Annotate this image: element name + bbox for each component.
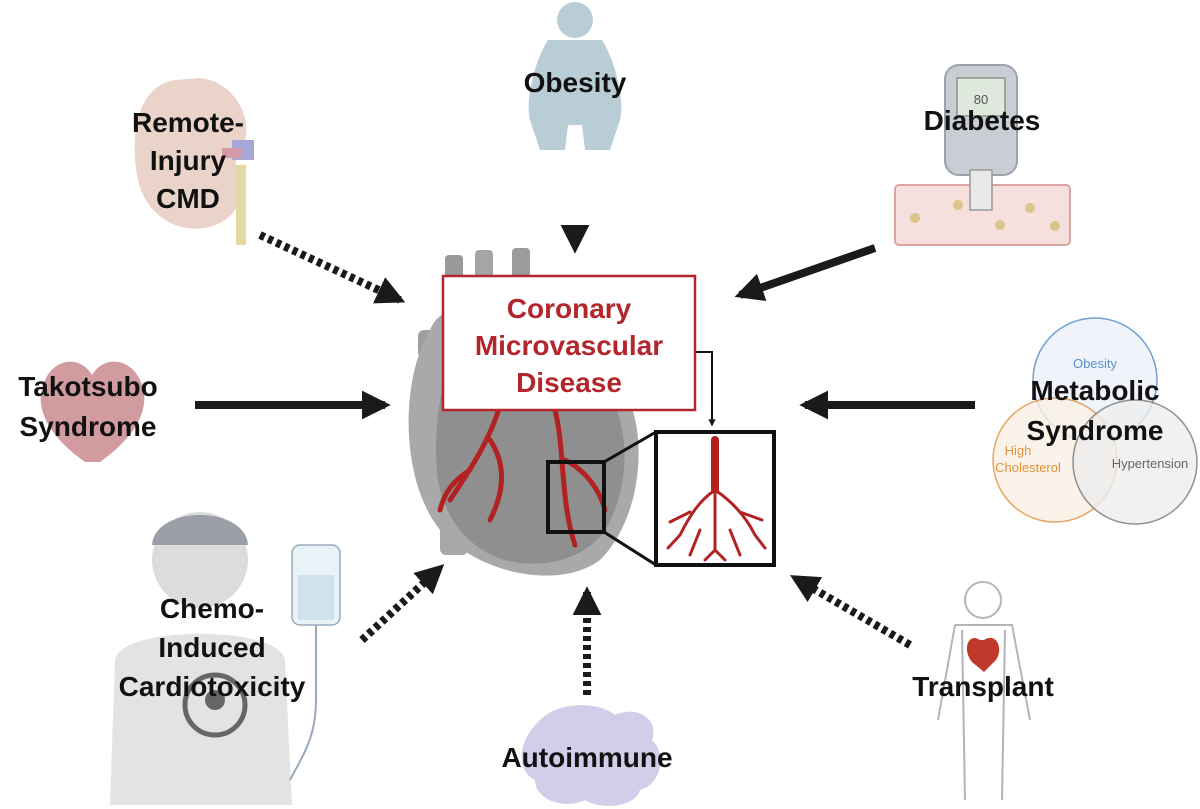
obesity-label: Obesity — [524, 67, 627, 98]
remote-injury-line-1: Remote- — [132, 107, 244, 138]
blood-vessel-icon — [894, 184, 1071, 246]
immune-cell-icon — [521, 705, 661, 806]
venn-diagram: Obesity High Cholesterol Hypertension — [992, 317, 1198, 525]
diabetes-factor: 80 Diabetes — [734, 64, 1071, 302]
metabolic-factor: Obesity High Cholesterol Hypertension Me… — [799, 317, 1198, 525]
chemo-line-3: Cardiotoxicity — [119, 671, 306, 702]
chemo-arrow — [359, 564, 445, 643]
venn-circle-right — [1072, 399, 1198, 525]
metabolic-line-2: Syndrome — [1027, 415, 1164, 446]
venn-label-right: Hypertension — [1112, 456, 1189, 471]
center-disease-box: Coronary Microvascular Disease — [441, 274, 697, 412]
diabetes-label: Diabetes — [924, 105, 1041, 136]
heart-shape-icon — [40, 361, 145, 462]
venn-label-left-2: Cholesterol — [995, 460, 1061, 475]
heart-organ-icon — [966, 637, 1000, 672]
chemo-factor: Chemo- Induced Cardiotoxicity — [110, 512, 445, 805]
takotsubo-line-2: Syndrome — [20, 411, 157, 442]
center-line-2: Microvascular — [475, 330, 663, 361]
kidney-icon — [134, 78, 254, 245]
glucose-meter-icon: 80 — [944, 64, 1018, 211]
autoimmune-factor: Autoimmune — [501, 586, 673, 806]
chemo-line-1: Chemo- — [160, 593, 264, 624]
obesity-factor: Obesity — [524, 2, 627, 254]
transplant-factor: Transplant — [790, 574, 1054, 801]
transplant-label: Transplant — [912, 671, 1054, 702]
venn-label-top: Obesity — [1073, 356, 1118, 371]
takotsubo-line-1: Takotsubo — [18, 371, 157, 402]
skull-icon — [182, 672, 248, 738]
patient-icon — [110, 512, 292, 805]
remote-injury-arrow — [258, 231, 406, 304]
microvascular-zoom — [546, 351, 776, 567]
body-outline-icon — [937, 581, 1031, 801]
obese-person-icon — [528, 2, 622, 150]
center-line-3: Disease — [516, 367, 622, 398]
autoimmune-label: Autoimmune — [501, 742, 672, 773]
metabolic-line-1: Metabolic — [1030, 375, 1159, 406]
takotsubo-factor: Takotsubo Syndrome — [18, 361, 391, 462]
transplant-arrow — [790, 574, 913, 649]
iv-bag-icon — [289, 544, 341, 781]
chemo-line-2: Induced — [158, 632, 265, 663]
remote-injury-factor: Remote- Injury CMD — [132, 78, 406, 304]
diabetes-arrow — [734, 244, 877, 302]
meter-reading: 80 — [974, 92, 988, 107]
remote-injury-line-3: CMD — [156, 183, 220, 214]
venn-label-left-1: High — [1005, 443, 1032, 458]
center-line-1: Coronary — [507, 293, 632, 324]
remote-injury-line-2: Injury — [150, 145, 227, 176]
